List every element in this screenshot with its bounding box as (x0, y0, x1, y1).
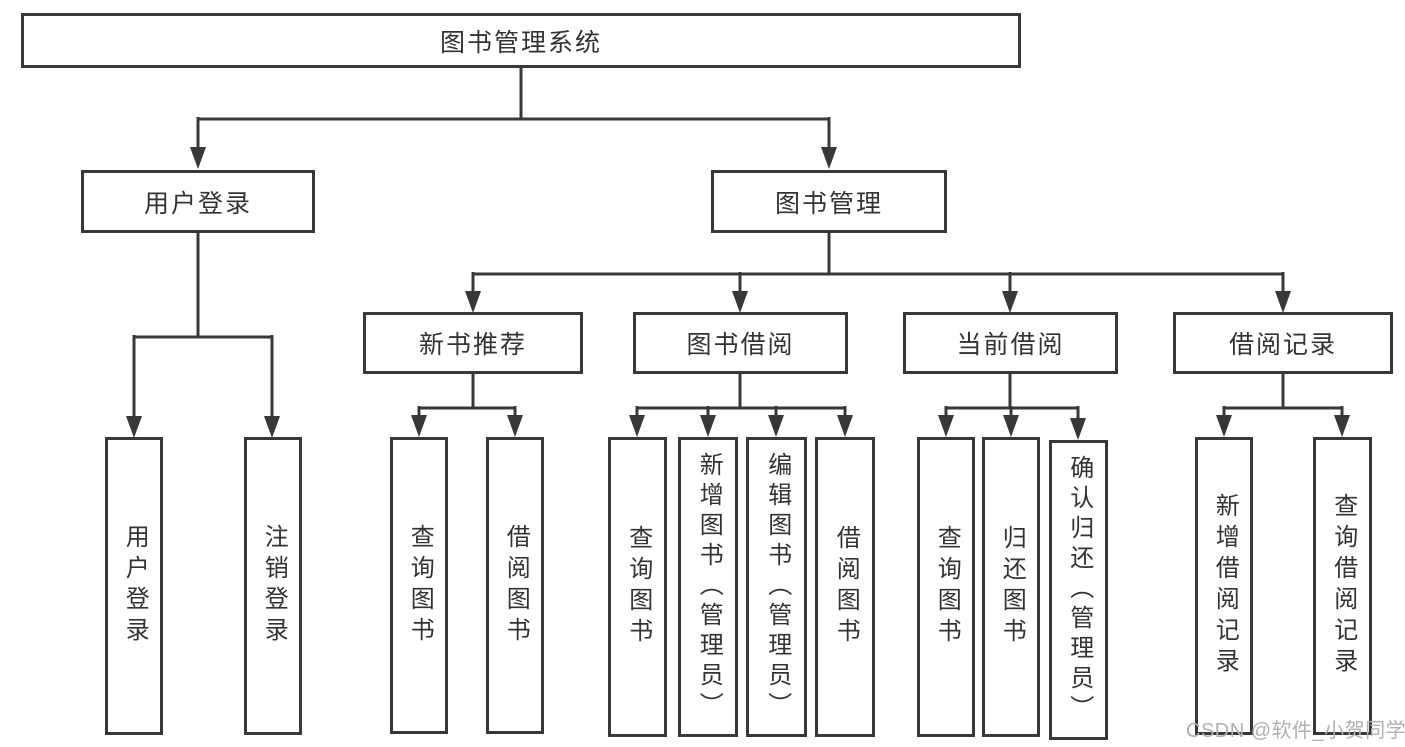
leaf-nbr-borrow-books-label: 借阅图书 (502, 523, 530, 648)
node-user-login: 用户登录 (81, 170, 315, 233)
leaf-bb-borrow-books: 借阅图书 (815, 437, 875, 737)
leaf-br-add-borrow-record-label: 新增借阅记录 (1211, 493, 1239, 679)
node-book-management: 图书管理 (711, 170, 947, 233)
leaf-user-login-label: 用户登录 (121, 524, 149, 648)
leaf-cb-query-books-label: 查询图书 (933, 525, 961, 649)
csdn-watermark: CSDN @软件_小贺同学 (1186, 720, 1405, 742)
leaf-cb-query-books: 查询图书 (917, 437, 975, 737)
leaf-nbr-borrow-books: 借阅图书 (486, 437, 544, 734)
leaf-cb-confirm-return-admin: 确认归还（管理员） (1049, 440, 1108, 740)
leaf-cb-return-books-label: 归还图书 (998, 525, 1026, 649)
leaf-logout-label: 注销登录 (260, 524, 288, 648)
leaf-bb-edit-books-admin-label: 编辑图书（管理员） (763, 452, 791, 722)
leaf-bb-borrow-books-label: 借阅图书 (832, 525, 860, 649)
leaf-bb-add-books-admin: 新增图书（管理员） (678, 437, 738, 737)
leaf-bb-query-books-label: 查询图书 (624, 525, 652, 649)
leaf-bb-add-books-admin-label: 新增图书（管理员） (695, 452, 723, 722)
node-root-library-system: 图书管理系统 (21, 13, 1021, 68)
node-book-borrowing: 图书借阅 (633, 312, 848, 374)
leaf-cb-return-books: 归还图书 (982, 437, 1040, 737)
node-new-book-recommend: 新书推荐 (363, 312, 583, 374)
leaf-br-query-borrow-record: 查询借阅记录 (1313, 437, 1372, 735)
leaf-bb-query-books: 查询图书 (608, 437, 667, 737)
leaf-nbr-query-books: 查询图书 (390, 437, 448, 734)
leaf-cb-confirm-return-admin-label: 确认归还（管理员） (1065, 455, 1093, 725)
leaf-user-login: 用户登录 (105, 437, 163, 735)
leaf-br-query-borrow-record-label: 查询借阅记录 (1329, 493, 1357, 679)
arrowhead-icons (126, 147, 1350, 440)
leaf-br-add-borrow-record: 新增借阅记录 (1195, 437, 1253, 735)
leaf-nbr-query-books-label: 查询图书 (406, 523, 434, 648)
node-current-borrowing: 当前借阅 (903, 312, 1118, 374)
connector-edges (132, 68, 1344, 421)
leaf-logout: 注销登录 (244, 437, 302, 735)
node-borrowing-records: 借阅记录 (1173, 312, 1393, 374)
leaf-bb-edit-books-admin: 编辑图书（管理员） (746, 437, 807, 737)
